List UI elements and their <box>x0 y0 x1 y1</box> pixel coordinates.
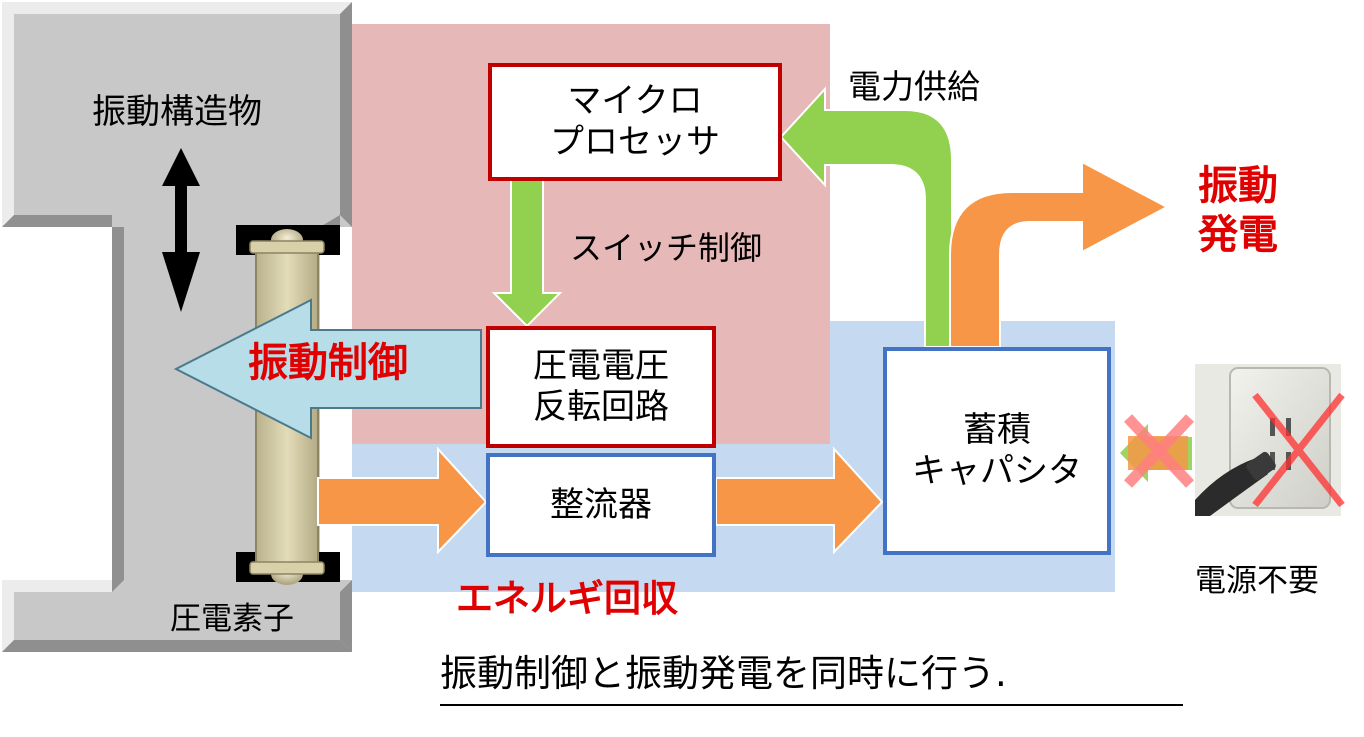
rectifier-to-capacitor-arrow <box>715 446 884 555</box>
wall-outlet-icon <box>1195 364 1341 516</box>
rectifier-box: 整流器 <box>486 453 716 557</box>
storage-capacitor-box: 蓄積 キャパシタ <box>883 347 1111 555</box>
vibration-control-arrow <box>173 298 482 440</box>
piezo-to-rectifier-arrow <box>317 446 488 555</box>
structure-label: 振動構造物 <box>92 92 262 132</box>
vibration-generation-label: 振動 発電 <box>1198 162 1278 260</box>
inverter-label-line1: 圧電電圧 <box>533 346 669 387</box>
vibration-generation-line2: 発電 <box>1198 211 1278 258</box>
caption-text: 振動制御と振動発電を同時に行う. <box>440 652 1007 695</box>
microprocessor-label-line2: プロセッサ <box>550 122 720 162</box>
blocked-supply-icon <box>1120 414 1195 488</box>
piezo-label: 圧電素子 <box>170 601 294 637</box>
power-supply-arrow <box>779 86 953 348</box>
vibration-generation-arrow <box>949 160 1170 348</box>
power-supply-label: 電力供給 <box>848 67 980 106</box>
inverter-label-line2: 反転回路 <box>533 387 669 427</box>
switch-control-arrow <box>491 179 563 328</box>
vibration-control-label: 振動制御 <box>248 340 408 386</box>
vibration-direction-arrow <box>162 148 200 312</box>
microprocessor-label-line1: マイクロ <box>567 81 703 122</box>
capacitor-label-line2: キャパシタ <box>912 451 1082 491</box>
no-outlet-cross-icon <box>1252 392 1345 508</box>
vibration-generation-line1: 振動 <box>1198 163 1278 209</box>
inverter-circuit-box: 圧電電圧 反転回路 <box>486 326 716 448</box>
capacitor-label-line1: 蓄積 <box>963 410 1031 451</box>
microprocessor-box: マイクロ プロセッサ <box>488 63 782 181</box>
switch-control-label: スイッチ制御 <box>570 229 763 267</box>
no-power-source-label: 電源不要 <box>1195 563 1319 599</box>
rectifier-label: 整流器 <box>550 484 652 525</box>
energy-recovery-label: エネルギ回収 <box>456 577 678 620</box>
